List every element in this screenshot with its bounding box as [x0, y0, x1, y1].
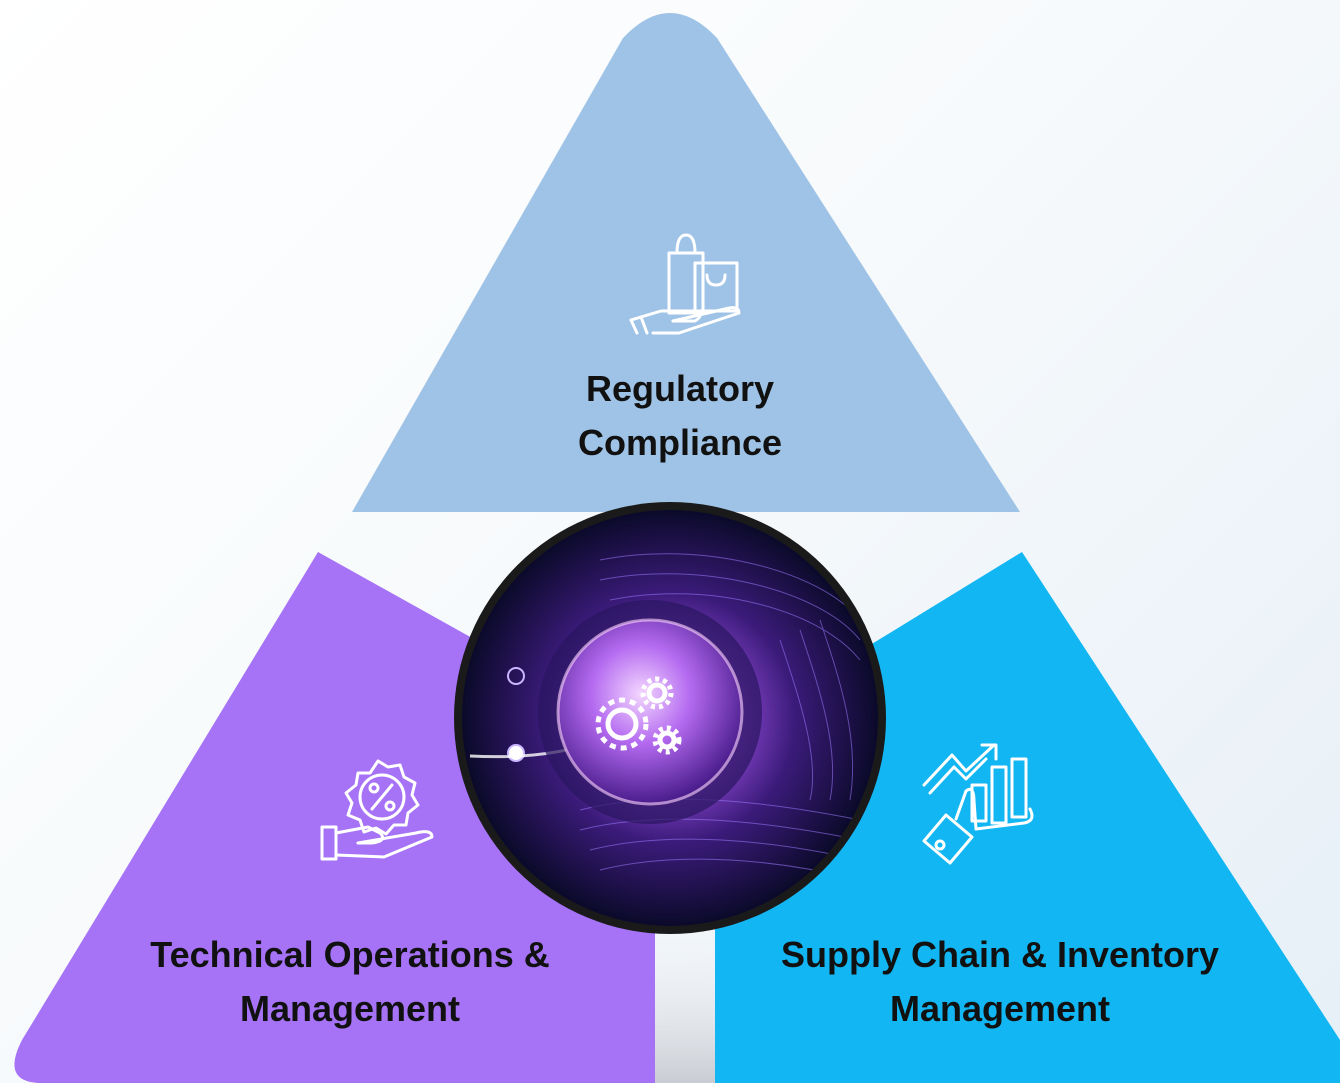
label-regulatory-compliance: Regulatory Compliance [480, 362, 880, 470]
label-right-line1: Supply Chain & Inventory [780, 934, 1220, 975]
gear-icon [595, 676, 682, 755]
label-supply-chain: Supply Chain & Inventory Management [700, 928, 1300, 1036]
label-left-line2: Management [239, 988, 461, 1029]
shopping-bags-hand-icon [629, 233, 741, 335]
growth-chart-hand-icon [922, 743, 1034, 865]
percent-badge-hand-icon [320, 759, 434, 861]
segment-top [352, 13, 1020, 512]
label-left-line1: Technical Operations & [150, 934, 550, 975]
label-top-line1: Regulatory [585, 368, 775, 409]
label-right-line2: Management [889, 988, 1111, 1029]
center-image [454, 502, 886, 934]
label-technical-operations: Technical Operations & Management [70, 928, 630, 1036]
label-top-line2: Compliance [577, 422, 783, 463]
